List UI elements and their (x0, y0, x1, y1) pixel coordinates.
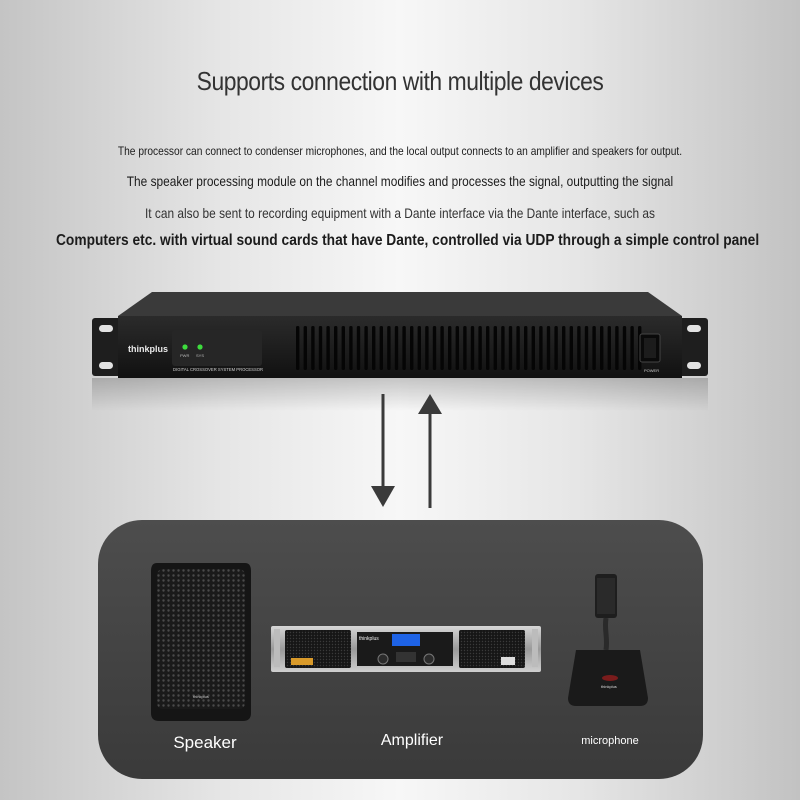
vent-slot (615, 326, 619, 370)
vent-slot (508, 326, 513, 370)
vent-slot (311, 326, 315, 370)
vent-slot (425, 326, 429, 370)
down-arrow-icon (371, 394, 395, 507)
vent-slot (372, 326, 376, 370)
power-label: POWER (644, 368, 659, 373)
description-line-3: It can also be sent to recording equipme… (144, 205, 655, 221)
description-line-4: Computers etc. with virtual sound cards … (56, 232, 760, 249)
up-arrow-icon (418, 394, 442, 508)
vent-slot (531, 326, 535, 370)
amp-badge (291, 658, 313, 665)
description-line-2: The speaker processing module on the cha… (126, 173, 674, 189)
page-title: Supports connection with multiple device… (196, 66, 604, 96)
amplifier-brand: thinkplus (359, 636, 379, 642)
vent-slot (584, 326, 589, 370)
vent-slot (432, 326, 437, 370)
vent-slot (296, 326, 300, 370)
speaker-image: thinkplus (151, 563, 251, 721)
microphone-label: microphone (581, 735, 639, 747)
vent-slot (478, 326, 482, 370)
vent-slot (379, 326, 383, 370)
vent-slot (303, 326, 307, 370)
amp-power-button[interactable] (501, 657, 515, 665)
vent-grille (296, 326, 642, 370)
processor-reflection (92, 378, 708, 438)
amplifier-label: Amplifier (380, 732, 444, 749)
vent-slot (592, 326, 596, 370)
vent-slot (501, 326, 505, 370)
amp-knob-left[interactable] (377, 653, 389, 665)
amp-display (392, 634, 420, 646)
vent-slot (417, 326, 421, 370)
vent-slot (387, 326, 391, 370)
vent-slot (516, 326, 520, 370)
amplifier-image: thinkplus (271, 626, 541, 672)
sys-label: SYS (196, 353, 204, 358)
vent-slot (448, 326, 452, 370)
vent-slot (326, 326, 330, 370)
vent-slot (402, 326, 406, 370)
mic-talk-button[interactable] (602, 675, 618, 681)
vent-slot (394, 326, 399, 370)
vent-slot (546, 326, 551, 370)
vent-slot (440, 326, 444, 370)
vent-slot (463, 326, 467, 370)
vent-slot (410, 326, 414, 370)
vent-slot (607, 326, 611, 370)
vent-slot (470, 326, 475, 370)
processor-model-text: DIGITAL CROSSOVER SYSTEM PROCESSOR (173, 367, 263, 372)
vent-slot (349, 326, 353, 370)
vent-slot (622, 326, 627, 370)
microphone-image: thinkplus (568, 574, 648, 706)
vent-slot (341, 326, 345, 370)
vent-slot (554, 326, 558, 370)
vent-slot (493, 326, 497, 370)
vent-slot (524, 326, 528, 370)
vent-slot (600, 326, 604, 370)
vent-slot (318, 326, 323, 370)
vent-slot (486, 326, 490, 370)
vent-slot (356, 326, 361, 370)
processor-device: thinkplus PWR SYS DIGITAL CROSSOVER SYST… (92, 292, 708, 378)
vent-slot (569, 326, 573, 370)
vent-slot (539, 326, 543, 370)
sys-indicator (197, 344, 203, 350)
processor-brand: thinkplus (128, 344, 168, 354)
vent-slot (562, 326, 566, 370)
speaker-label: Speaker (173, 733, 237, 752)
vent-slot (334, 326, 338, 370)
vent-slot (577, 326, 581, 370)
pwr-indicator (182, 344, 188, 350)
signal-arrows (371, 394, 442, 508)
vent-slot (630, 326, 634, 370)
vent-slot (455, 326, 459, 370)
mic-brand: thinkplus (601, 684, 617, 689)
pwr-label: PWR (180, 353, 189, 358)
amp-knob-right[interactable] (423, 653, 435, 665)
speaker-brand: thinkplus (193, 694, 209, 699)
vent-slot (364, 326, 368, 370)
description-line-1: The processor can connect to condenser m… (117, 144, 683, 158)
